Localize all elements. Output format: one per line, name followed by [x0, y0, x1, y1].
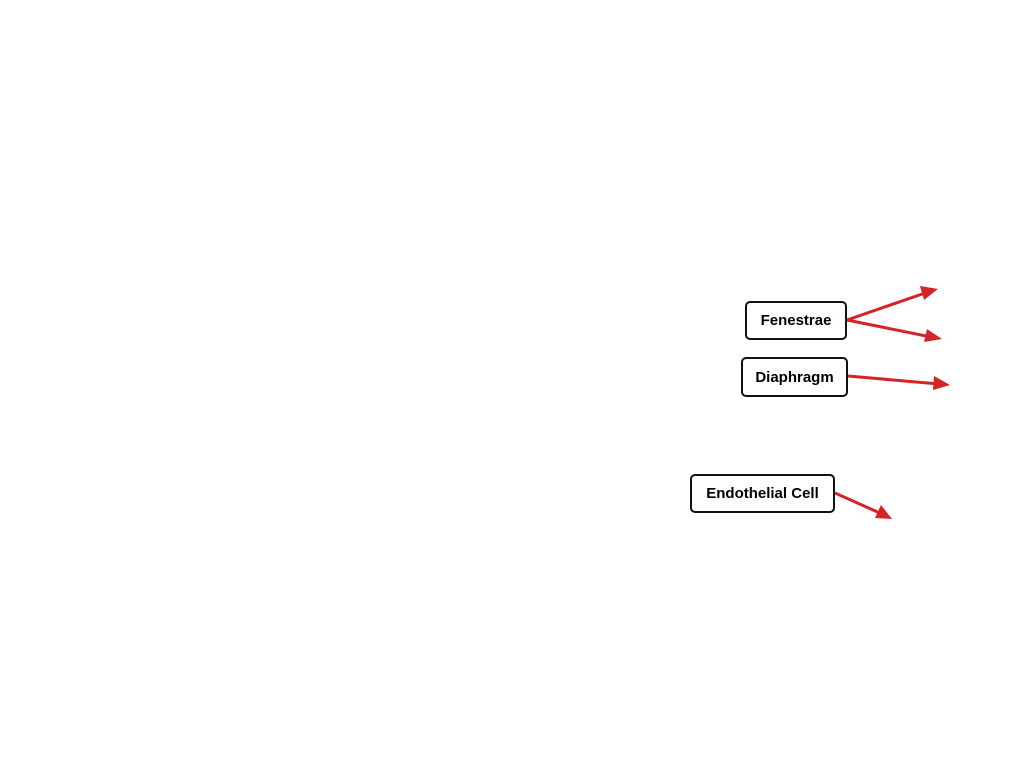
- arrow-diaphragm: [847, 374, 950, 390]
- arrow-fenestrae-upper: [846, 286, 938, 322]
- arrow-endothelial-cell: [834, 491, 892, 519]
- label-diaphragm: Diaphragm: [741, 357, 848, 397]
- label-fenestrae: Fenestrae: [745, 301, 847, 340]
- arrow-fenestrae-lower: [846, 318, 942, 342]
- label-endothelial-cell: Endothelial Cell: [690, 474, 835, 513]
